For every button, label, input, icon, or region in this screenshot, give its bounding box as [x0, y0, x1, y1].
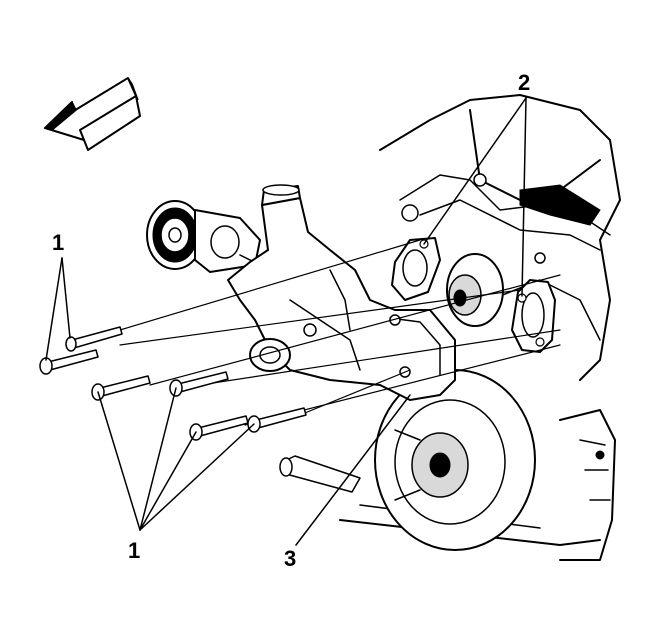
bolt-3 — [91, 375, 151, 401]
stud — [279, 455, 361, 493]
pump-impeller-area — [446, 253, 504, 327]
bolt-1 — [65, 326, 123, 352]
bolt-5 — [189, 415, 249, 441]
callout-bolts-top: 1 — [52, 230, 65, 255]
leader-lines — [45, 97, 527, 546]
bolt-2 — [39, 349, 99, 375]
callout-water-pump: 3 — [284, 546, 297, 571]
crankshaft-pulley — [374, 369, 536, 551]
bolt-4 — [169, 371, 229, 397]
water-pump — [227, 184, 456, 401]
bolt-6 — [247, 407, 307, 433]
bolt-axis-lines — [119, 239, 561, 426]
callout-bolts-bottom: 1 — [128, 538, 141, 563]
direction-arrow-icon — [43, 77, 141, 151]
gasket-left — [391, 237, 441, 301]
callout-gaskets: 2 — [518, 70, 531, 95]
tensioner-pulley — [146, 200, 291, 301]
